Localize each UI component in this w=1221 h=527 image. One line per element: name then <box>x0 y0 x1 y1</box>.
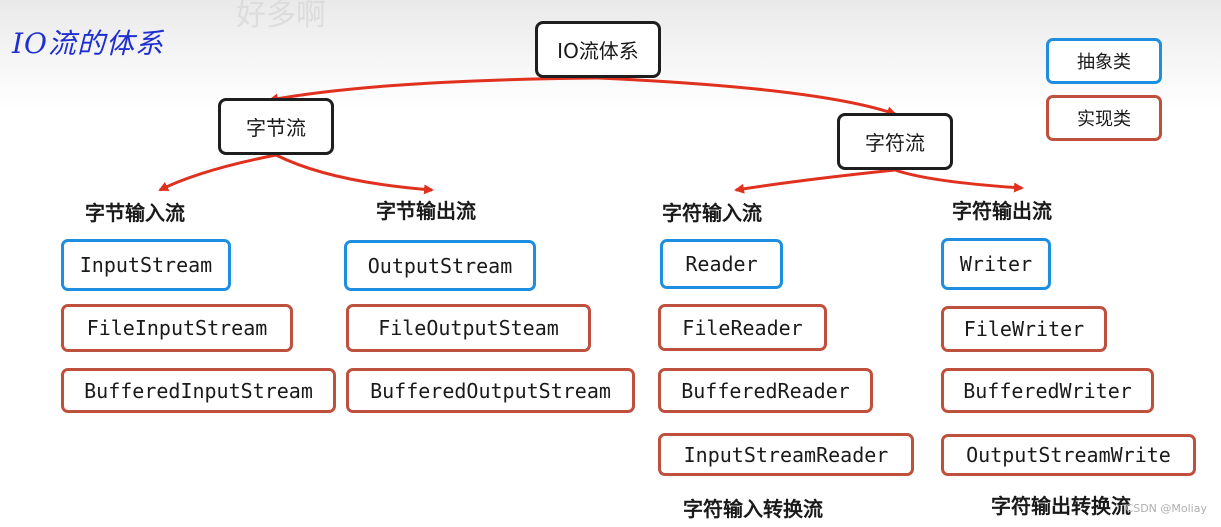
abstract-class-node: Reader <box>660 239 783 289</box>
abstract-class-node: Writer <box>941 238 1051 290</box>
byte-output-label: 字节输出流 <box>376 199 476 223</box>
arrow-root-to-byte <box>268 76 599 104</box>
byte-input-label: 字节输入流 <box>85 201 185 225</box>
impl-class-node: FileOutputSteam <box>346 304 591 352</box>
diagram-title: IO流的体系 <box>12 27 165 60</box>
impl-class-node: BufferedWriter <box>941 368 1154 413</box>
arrow-root-to-char <box>597 76 897 117</box>
legend-abstract: 抽象类 <box>1046 38 1162 84</box>
char-stream-node: 字符流 <box>837 113 953 170</box>
impl-class-node: FileInputStream <box>61 304 293 352</box>
impl-class-node: FileWriter <box>941 306 1107 352</box>
arrow-byte-to-input <box>158 153 277 192</box>
abstract-class-node: InputStream <box>61 239 231 291</box>
byte-stream-node: 字节流 <box>218 98 334 155</box>
credit-text: CSDN @Moliay <box>1125 502 1207 515</box>
arrow-char-to-output <box>894 168 1024 193</box>
impl-class-node: FileReader <box>658 304 827 351</box>
char-input-convert-label: 字符输入转换流 <box>683 497 823 521</box>
char-input-label: 字符输入流 <box>662 201 762 225</box>
impl-class-node: InputStreamReader <box>658 433 914 476</box>
root-node: IO流体系 <box>535 21 661 78</box>
impl-class-node: BufferedOutputStream <box>346 368 635 413</box>
legend-impl: 实现类 <box>1046 95 1162 141</box>
arrow-byte-to-output <box>275 153 434 195</box>
arrow-char-to-input <box>734 168 896 194</box>
impl-class-node: OutputStreamWrite <box>941 434 1196 476</box>
watermark-text: 好多啊 <box>236 0 326 33</box>
abstract-class-node: OutputStream <box>344 240 536 291</box>
impl-class-node: BufferedReader <box>658 368 873 413</box>
char-output-convert-label: 字符输出转换流 <box>991 494 1131 518</box>
char-output-label: 字符输出流 <box>952 199 1052 223</box>
impl-class-node: BufferedInputStream <box>61 368 336 413</box>
